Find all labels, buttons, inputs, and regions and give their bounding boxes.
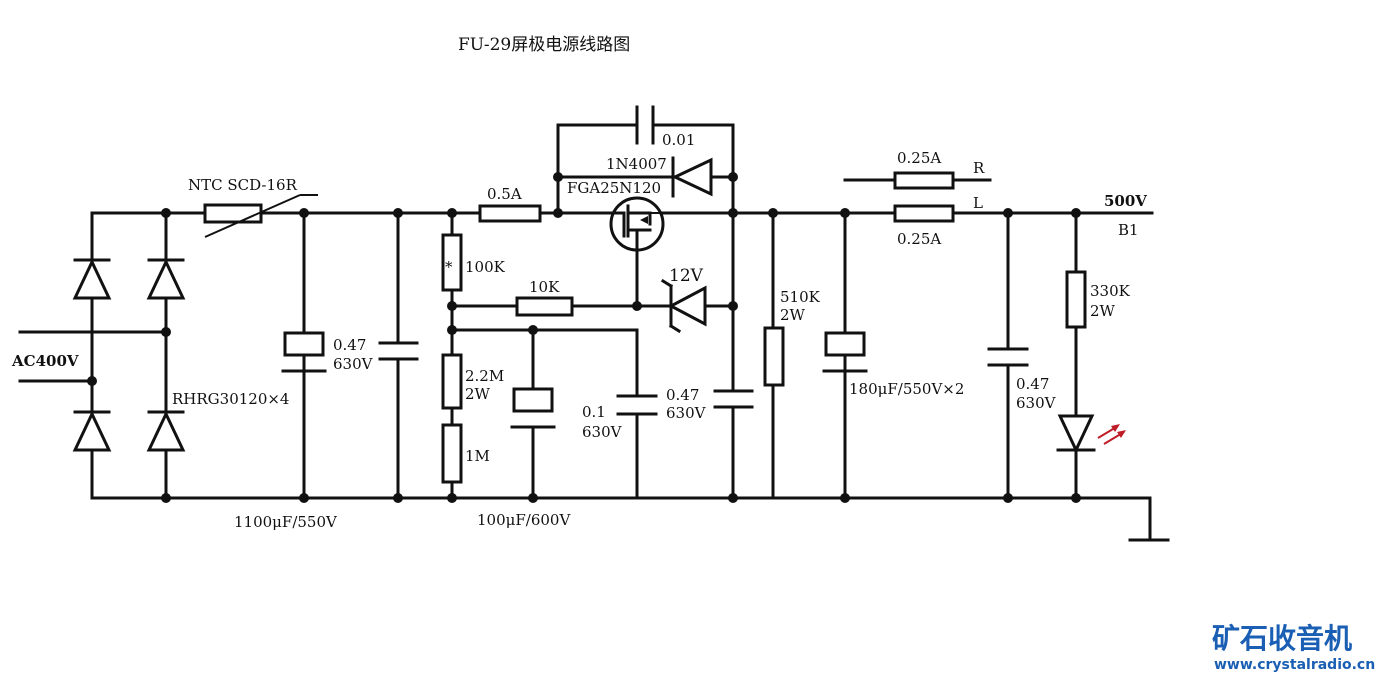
label-ntc: NTC SCD-16R — [188, 176, 298, 194]
label-bridge: RHRG30120×4 — [172, 390, 289, 408]
label-diode-1n4007: 1N4007 — [606, 155, 667, 173]
label-c-630-b: 630V — [666, 404, 707, 422]
label-out-voltage: 500V — [1104, 192, 1147, 210]
label-cap-001: 0.01 — [662, 131, 695, 149]
label-c-630-a: 630V — [333, 355, 374, 373]
label-c-047-a: 0.47 — [333, 336, 366, 354]
label-c-main: 1100μF/550V — [234, 513, 338, 531]
label-c-047-c: 0.47 — [1016, 375, 1049, 393]
bridge-rectifier — [72, 258, 186, 452]
label-c-100u: 100μF/600V — [477, 511, 571, 529]
ntc-thermistor — [203, 194, 318, 238]
label-c-630-c: 630V — [1016, 394, 1057, 412]
fuse-025a-l — [893, 204, 955, 223]
igbt-fga25n120 — [609, 196, 665, 252]
label-igbt: FGA25N120 — [567, 179, 661, 197]
fuse-025a-r — [893, 171, 955, 190]
resistor-1m — [441, 423, 463, 484]
label-c-01-v: 630V — [582, 423, 623, 441]
diode-d4 — [146, 410, 186, 452]
label-fuse-r: 0.25A — [897, 149, 941, 167]
label-r-330k: 330K — [1090, 282, 1131, 300]
label-out-name: B1 — [1118, 221, 1139, 239]
junction-dots — [87, 172, 1081, 503]
diagram-title: FU-29屏极电源线路图 — [458, 35, 630, 55]
label-r-star: * — [445, 258, 453, 276]
led-indicator — [1056, 414, 1126, 454]
label-c-01: 0.1 — [582, 403, 606, 421]
resistor-2m2 — [441, 353, 463, 410]
capacitor-180uf — [822, 331, 868, 373]
label-r-1m: 1M — [465, 447, 490, 465]
component-labels: NTC SCD-16R AC400V RHRG30120×4 1100μF/55… — [11, 131, 1147, 531]
watermark: 矿石收音机 www.crystalradio.cn — [1212, 622, 1375, 673]
label-r-22m-w: 2W — [465, 385, 491, 403]
label-r-22m: 2.2M — [465, 367, 504, 385]
resistor-330k — [1065, 270, 1087, 329]
capacitor-047-c — [987, 347, 1029, 367]
diode-d3 — [72, 410, 112, 452]
watermark-url: www.crystalradio.cn — [1214, 657, 1375, 673]
fuse-05a — [478, 204, 542, 223]
label-out-r: R — [973, 159, 985, 177]
diode-1n4007 — [671, 156, 713, 198]
resistor-10k — [515, 296, 574, 317]
label-r-330k-w: 2W — [1090, 302, 1116, 320]
diode-d1 — [72, 258, 112, 300]
resistor-510k — [763, 326, 785, 387]
label-r-510k: 510K — [780, 288, 821, 306]
label-c-047-b: 0.47 — [666, 386, 699, 404]
capacitor-047-b — [713, 389, 754, 409]
label-r-510k-w: 2W — [780, 306, 806, 324]
label-out-l: L — [973, 194, 983, 212]
label-r-10k: 10K — [529, 278, 560, 296]
label-ac-input: AC400V — [11, 352, 79, 370]
label-fuse-main: 0.5A — [487, 185, 522, 203]
capacitor-001 — [635, 105, 655, 145]
resistor-100k — [441, 233, 463, 292]
zener-diode-12v — [660, 278, 707, 334]
label-fuse-l: 0.25A — [897, 230, 941, 248]
capacitor-1100uf — [281, 331, 327, 373]
label-zener: 12V — [669, 266, 704, 286]
label-r-100k: 100K — [465, 258, 506, 276]
capacitor-100uf — [510, 387, 556, 429]
capacitor-047-a — [378, 341, 419, 361]
label-c-180u: 180μF/550V×2 — [849, 380, 964, 398]
capacitor-01 — [616, 394, 658, 416]
diode-d2 — [146, 258, 186, 300]
watermark-brand: 矿石收音机 — [1212, 622, 1352, 655]
